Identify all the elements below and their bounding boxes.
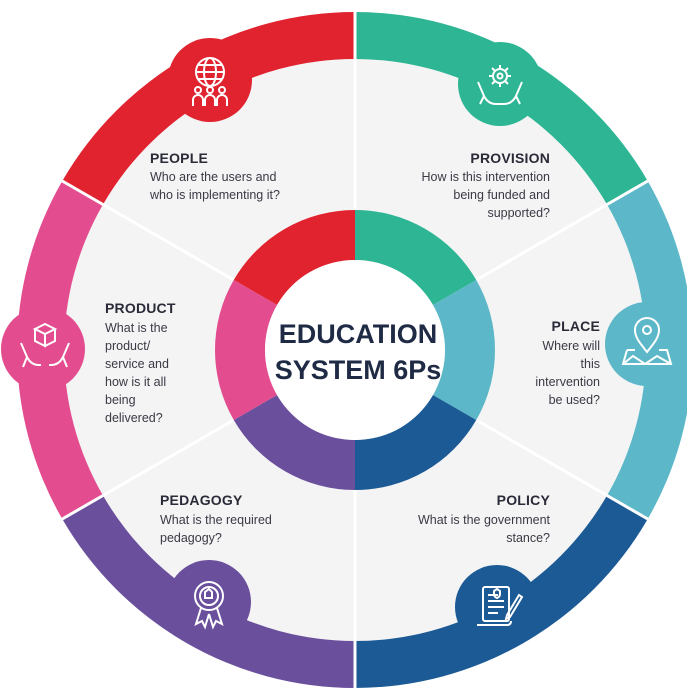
provision-icon-circle — [458, 42, 542, 126]
segment-divider — [606, 178, 651, 206]
provision-inner-segment — [355, 210, 477, 305]
policy-title: POLICY — [496, 492, 550, 508]
pedagogy-inner-segment — [233, 395, 355, 490]
product-title: PRODUCT — [105, 300, 176, 316]
people-inner-segment — [233, 210, 355, 305]
center-title: EDUCATION SYSTEM 6Ps — [248, 316, 468, 388]
people-icon-circle — [168, 38, 252, 122]
place-inner-segment — [432, 280, 495, 420]
segment-divider — [102, 418, 235, 497]
segment-divider — [59, 494, 104, 522]
provision-outer-segment — [355, 12, 648, 205]
policy-inner-segment — [355, 395, 477, 490]
center-title-line2: SYSTEM 6Ps — [274, 355, 442, 385]
policy-outer-segment — [355, 495, 648, 688]
product-inner-segment — [215, 280, 278, 420]
people-title: PEOPLE — [150, 150, 208, 166]
segment-divider — [606, 494, 651, 522]
segment-divider — [102, 203, 235, 282]
segment-divider — [59, 178, 104, 206]
pedagogy-outer-segment — [62, 495, 355, 688]
people-outer-segment — [62, 12, 355, 205]
policy-icon-circle — [455, 565, 539, 649]
place-title: PLACE — [551, 318, 600, 334]
pedagogy-icon-circle — [167, 560, 251, 644]
place-icon-circle — [605, 302, 687, 386]
pedagogy-title: PEDAGOGY — [160, 492, 243, 508]
product-icon-circle — [1, 307, 85, 391]
segment-divider — [475, 203, 608, 282]
wheel-core — [265, 260, 445, 440]
center-title-line1: EDUCATION — [278, 319, 438, 349]
provision-title: PROVISION — [470, 150, 550, 166]
segment-divider — [475, 418, 608, 497]
